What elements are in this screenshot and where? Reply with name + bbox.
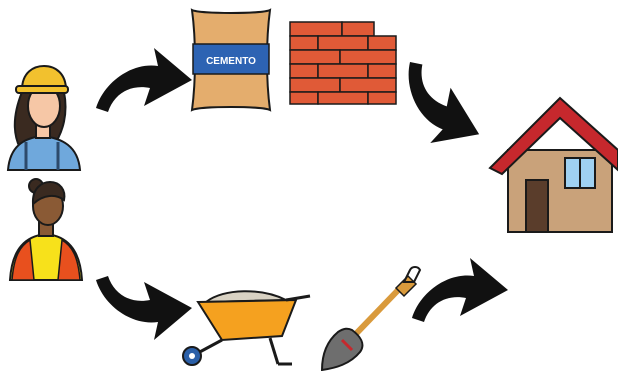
wheelbarrow-tray — [196, 298, 298, 342]
brick-wall-icon — [289, 21, 397, 105]
house-wall — [507, 149, 613, 233]
house-roof — [488, 96, 618, 176]
curved-arrow-icon — [96, 276, 192, 340]
curved-arrow-icon — [96, 48, 192, 112]
wheelbarrow-icon — [182, 290, 311, 366]
house-door — [525, 179, 549, 233]
curved-arrow-icon — [412, 258, 508, 322]
cement-bag-band — [192, 43, 270, 75]
cement-bag-label: CEMENTO — [206, 56, 256, 67]
curved-arrow-icon — [380, 58, 496, 162]
shovel-blade — [320, 327, 364, 371]
worker-safety-vest-icon — [8, 178, 84, 281]
cement-bag-icon: CEMENTO — [190, 8, 272, 112]
hard-hat — [20, 64, 68, 91]
house-icon — [488, 96, 618, 233]
worker-hard-hat-icon — [6, 64, 82, 171]
shovel-icon — [320, 266, 422, 371]
shovel-handle — [347, 281, 407, 343]
